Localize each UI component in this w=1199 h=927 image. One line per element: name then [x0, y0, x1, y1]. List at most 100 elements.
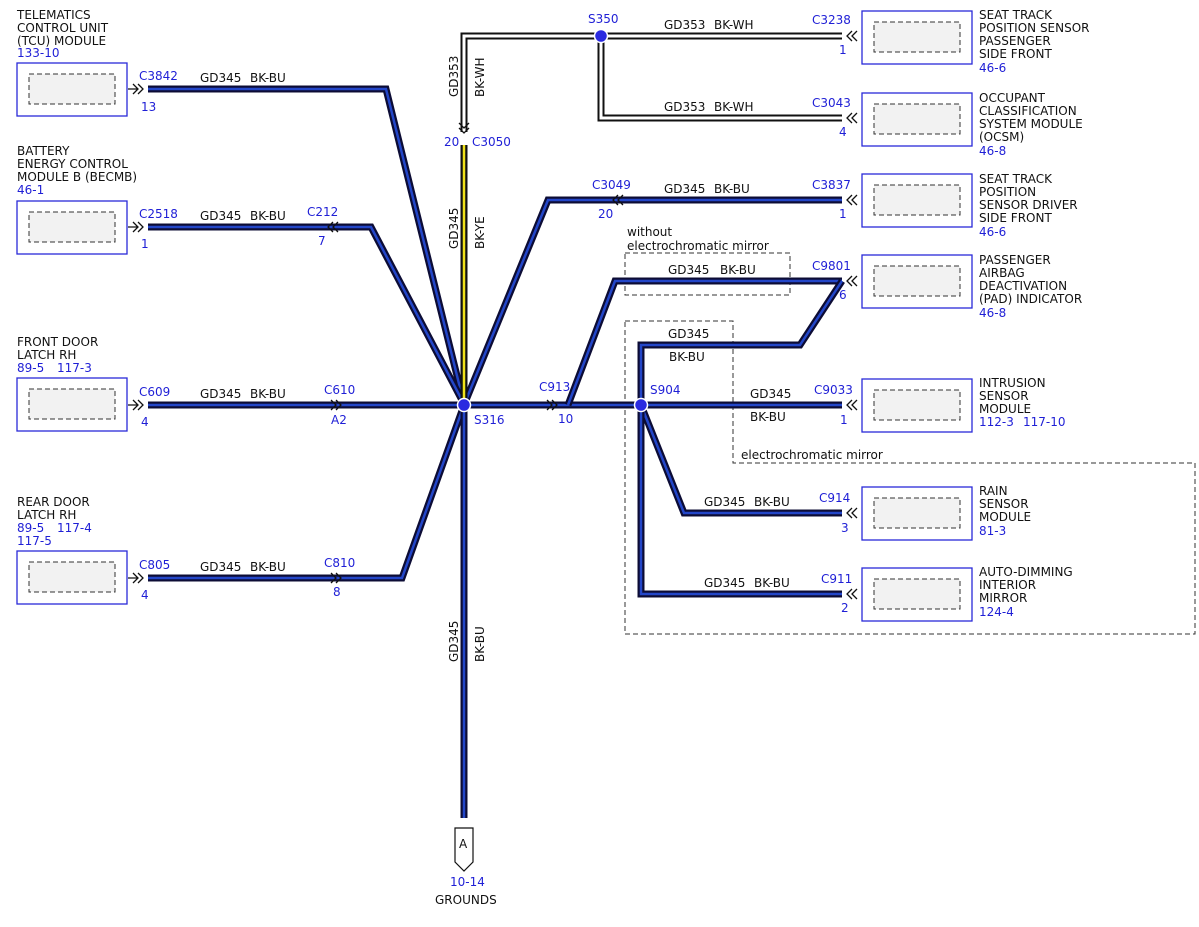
module-rear-door-ref1[interactable]: 89-5: [17, 521, 44, 535]
wire-label-gd345: GD345: [200, 209, 241, 223]
c3050-label: C3050: [472, 135, 511, 149]
wire-label-bkbu: BK-BU: [250, 209, 286, 223]
wire-label-bkbu: BK-BU: [473, 626, 487, 662]
c3043-pin: 4: [839, 125, 847, 139]
c3837-label: C3837: [812, 178, 851, 192]
module-rain-ref[interactable]: 81-3: [979, 524, 1006, 538]
wire-label-gd345: GD345: [750, 387, 791, 401]
module-seat-pass-ref[interactable]: 46-6: [979, 61, 1006, 75]
module-front-door-ref2[interactable]: 117-3: [57, 361, 92, 375]
c9033-pin: 1: [840, 413, 848, 427]
wire-label-gd345: GD345: [447, 208, 461, 249]
module-becmb[interactable]: BATTERY ENERGY CONTROL MODULE B (BECMB) …: [16, 144, 137, 255]
option-without-line1: without: [627, 225, 672, 239]
module-ocsm[interactable]: OCCUPANT CLASSIFICATION SYSTEM MODULE (O…: [861, 91, 1083, 158]
module-seat-drv-line1: SEAT TRACK: [979, 172, 1053, 186]
module-front-door-line1: FRONT DOOR: [17, 335, 98, 349]
electrochromatic-box: [624, 320, 1196, 635]
module-pad-line4: (PAD) INDICATOR: [979, 292, 1082, 306]
c3842-pin: 13: [141, 100, 156, 114]
module-ocsm-line3: SYSTEM MODULE: [979, 117, 1083, 131]
wire-label-gd353: GD353: [664, 100, 705, 114]
s350-label[interactable]: S350: [588, 12, 619, 26]
module-becmb-line3: MODULE B (BECMB): [17, 170, 137, 184]
module-rain-line1: RAIN: [979, 484, 1008, 498]
c610-label: C610: [324, 383, 355, 397]
wire-labels: GD345 BK-BU GD345 BK-BU GD345 BK-BU GD34…: [200, 18, 791, 590]
c9801-label: C9801: [812, 259, 851, 273]
wire-tcu: [148, 85, 468, 405]
module-seat-pass-line1: SEAT TRACK: [979, 8, 1053, 22]
wire-label-gd345: GD345: [200, 560, 241, 574]
c610-pin: A2: [331, 413, 347, 427]
module-rear-door-ref3[interactable]: 117-5: [17, 534, 52, 548]
c2518-pin: 1: [141, 237, 149, 251]
c212-label: C212: [307, 205, 338, 219]
module-tcu-line2: CONTROL UNIT: [17, 21, 109, 35]
c3050-pin: 20: [444, 135, 459, 149]
module-rear-door-line1: REAR DOOR: [17, 495, 90, 509]
module-rear-door-line2: LATCH RH: [17, 508, 76, 522]
module-seat-drv-line3: SENSOR DRIVER: [979, 198, 1078, 212]
module-intrusion-ref1[interactable]: 112-3: [979, 415, 1014, 429]
ground-connector[interactable]: A 10-14 GROUNDS: [435, 827, 497, 907]
module-ocsm-ref[interactable]: 46-8: [979, 144, 1006, 158]
module-pad-line1: PASSENGER: [979, 253, 1051, 267]
module-rear-door[interactable]: REAR DOOR LATCH RH 89-5 117-4 117-5: [16, 495, 128, 605]
s904-label[interactable]: S904: [650, 383, 681, 397]
module-becmb-line1: BATTERY: [17, 144, 70, 158]
ground-ref: 10-14: [450, 875, 485, 889]
wire-label-gd353: GD353: [447, 56, 461, 97]
module-becmb-line2: ENERGY CONTROL: [17, 157, 128, 171]
module-pad-line3: DEACTIVATION: [979, 279, 1067, 293]
module-intrusion[interactable]: INTRUSION SENSOR MODULE 112-3 117-10: [861, 376, 1066, 433]
module-mirror[interactable]: AUTO-DIMMING INTERIOR MIRROR 124-4: [861, 565, 1073, 622]
without-electrochromatic-box: [624, 252, 791, 296]
wire-label-bkbu: BK-BU: [250, 560, 286, 574]
wire-label-gd345: GD345: [668, 327, 709, 341]
module-rear-door-ref2[interactable]: 117-4: [57, 521, 92, 535]
module-intrusion-line2: SENSOR: [979, 389, 1029, 403]
wire-group-bkbu: [148, 85, 845, 818]
module-tcu[interactable]: TELEMATICS CONTROL UNIT (TCU) MODULE 133…: [16, 8, 128, 117]
c9033-label: C9033: [814, 383, 853, 397]
c609-label: C609: [139, 385, 170, 399]
wire-label-gd345: GD345: [704, 495, 745, 509]
s316-label[interactable]: S316: [474, 413, 505, 427]
module-seat-drv-line4: SIDE FRONT: [979, 211, 1052, 225]
c911-pin: 2: [841, 601, 849, 615]
module-seat-drv[interactable]: SEAT TRACK POSITION SENSOR DRIVER SIDE F…: [861, 172, 1078, 239]
module-pad-ref[interactable]: 46-8: [979, 306, 1006, 320]
wire-rear-door: [148, 403, 468, 582]
option-without-line2: electrochromatic mirror: [627, 239, 769, 253]
c805-label: C805: [139, 558, 170, 572]
wire-label-bkwh: BK-WH: [473, 57, 487, 97]
c3049-label: C3049: [592, 178, 631, 192]
c9801-pin: 6: [839, 288, 847, 302]
module-front-door-line2: LATCH RH: [17, 348, 76, 362]
wire-label-bkwh: BK-WH: [714, 100, 754, 114]
c810-label: C810: [324, 556, 355, 570]
module-pad[interactable]: PASSENGER AIRBAG DEACTIVATION (PAD) INDI…: [861, 253, 1082, 320]
vertical-wire-labels: GD353 BK-WH GD345 BK-YE GD345 BK-BU: [447, 56, 487, 662]
module-seat-drv-ref[interactable]: 46-6: [979, 225, 1006, 239]
module-front-door[interactable]: FRONT DOOR LATCH RH 89-5 117-3: [16, 335, 128, 432]
module-front-door-ref1[interactable]: 89-5: [17, 361, 44, 375]
module-seat-pass[interactable]: SEAT TRACK POSITION SENSOR PASSENGER SID…: [861, 8, 1090, 75]
module-intrusion-line3: MODULE: [979, 402, 1031, 416]
wire-label-bkbu: BK-BU: [720, 263, 756, 277]
module-seat-pass-line3: PASSENGER: [979, 34, 1051, 48]
module-tcu-ref[interactable]: 133-10: [17, 46, 60, 60]
wire-label-gd345: GD345: [447, 621, 461, 662]
module-becmb-ref[interactable]: 46-1: [17, 183, 44, 197]
module-mirror-ref[interactable]: 124-4: [979, 605, 1014, 619]
wire-label-bkye: BK-YE: [473, 216, 487, 249]
module-intrusion-ref2[interactable]: 117-10: [1023, 415, 1066, 429]
wire-label-bkbu: BK-BU: [250, 71, 286, 85]
module-intrusion-line1: INTRUSION: [979, 376, 1046, 390]
module-rain[interactable]: RAIN SENSOR MODULE 81-3: [861, 484, 1031, 541]
wire-label-bkbu: BK-BU: [250, 387, 286, 401]
c911-label: C911: [821, 572, 852, 586]
wire-group-bkwh: [460, 32, 842, 132]
splice-s350: [593, 28, 609, 44]
